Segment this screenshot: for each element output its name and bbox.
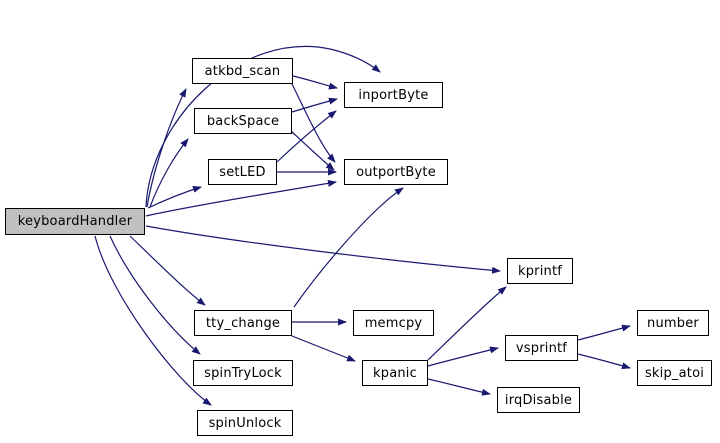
graph-edge-vsprintf-to-number: [577, 324, 631, 341]
graph-edge-atkbd_scan-to-inportByte: [292, 75, 338, 90]
graph-node-irqDisable[interactable]: irqDisable: [497, 387, 580, 413]
graph-node-label: backSpace: [206, 113, 280, 129]
graph-node-skip_atoi[interactable]: skip_atoi: [637, 360, 712, 386]
graph-node-label: spinUnlock: [208, 415, 282, 431]
graph-node-tty_change[interactable]: tty_change: [194, 310, 292, 336]
graph-node-label: vsprintf: [515, 340, 568, 356]
graph-node-kpanic[interactable]: kpanic: [362, 360, 428, 386]
graph-edge-keyboardHandler-to-outportByte: [145, 179, 337, 217]
graph-edge-setLED-to-inportByte: [276, 110, 337, 163]
graph-node-label: spinTryLock: [204, 365, 282, 381]
graph-node-atkbd_scan[interactable]: atkbd_scan: [192, 58, 293, 84]
graph-node-label: irqDisable: [504, 392, 573, 408]
graph-edge-keyboardHandler-to-spinTryLock: [109, 235, 201, 355]
graph-node-keyboardHandler[interactable]: keyboardHandler: [5, 208, 145, 235]
graph-node-label: atkbd_scan: [204, 63, 281, 79]
graph-node-inportByte[interactable]: inportByte: [344, 82, 443, 108]
graph-edge-keyboardHandler-to-setLED: [147, 186, 202, 209]
graph-edge-kpanic-to-vsprintf: [427, 346, 499, 367]
graph-edge-kpanic-to-kprintf: [427, 286, 507, 361]
graph-node-label: inportByte: [358, 87, 429, 103]
graph-edge-backSpace-to-inportByte: [291, 97, 338, 113]
graph-edge-keyboardHandler-to-tty_change: [129, 235, 206, 306]
graph-edge-tty_change-to-outportByte: [293, 187, 404, 308]
graph-node-label: outportByte: [356, 164, 436, 180]
graph-node-number[interactable]: number: [637, 310, 709, 336]
graph-node-memcpy[interactable]: memcpy: [353, 310, 434, 336]
graph-node-label: tty_change: [205, 315, 281, 331]
graph-edge-keyboardHandler-to-spinUnlock: [94, 235, 212, 406]
graph-node-backSpace[interactable]: backSpace: [194, 108, 292, 134]
graph-node-kprintf[interactable]: kprintf: [507, 258, 573, 284]
graph-node-vsprintf[interactable]: vsprintf: [505, 335, 578, 361]
graph-node-spinUnlock[interactable]: spinUnlock: [197, 410, 293, 436]
graph-node-label: number: [647, 315, 699, 331]
graph-node-label: keyboardHandler: [17, 214, 133, 229]
graph-edge-keyboardHandler-to-atkbd_scan: [146, 88, 187, 208]
graph-node-label: kprintf: [517, 263, 563, 279]
graph-node-label: setLED: [219, 164, 266, 180]
graph-edge-atkbd_scan-to-outportByte: [291, 83, 336, 163]
graph-edge-keyboardHandler-to-backSpace: [149, 138, 189, 208]
graph-edges: [94, 45, 631, 406]
graph-edge-tty_change-to-kpanic: [291, 335, 356, 362]
graph-node-setLED[interactable]: setLED: [208, 159, 277, 185]
graph-node-label: kpanic: [373, 365, 417, 381]
graph-edge-keyboardHandler-to-inportByte: [145, 45, 381, 208]
graph-node-label: skip_atoi: [644, 365, 705, 381]
graph-node-spinTryLock[interactable]: spinTryLock: [193, 360, 293, 386]
graph-node-outportByte[interactable]: outportByte: [344, 159, 448, 185]
graph-edge-kpanic-to-irqDisable: [427, 378, 491, 396]
graph-edge-keyboardHandler-to-kprintf: [145, 225, 501, 274]
graph-edge-backSpace-to-outportByte: [290, 130, 335, 171]
graph-edge-vsprintf-to-skip_atoi: [577, 353, 631, 370]
graph-node-label: memcpy: [364, 315, 423, 331]
